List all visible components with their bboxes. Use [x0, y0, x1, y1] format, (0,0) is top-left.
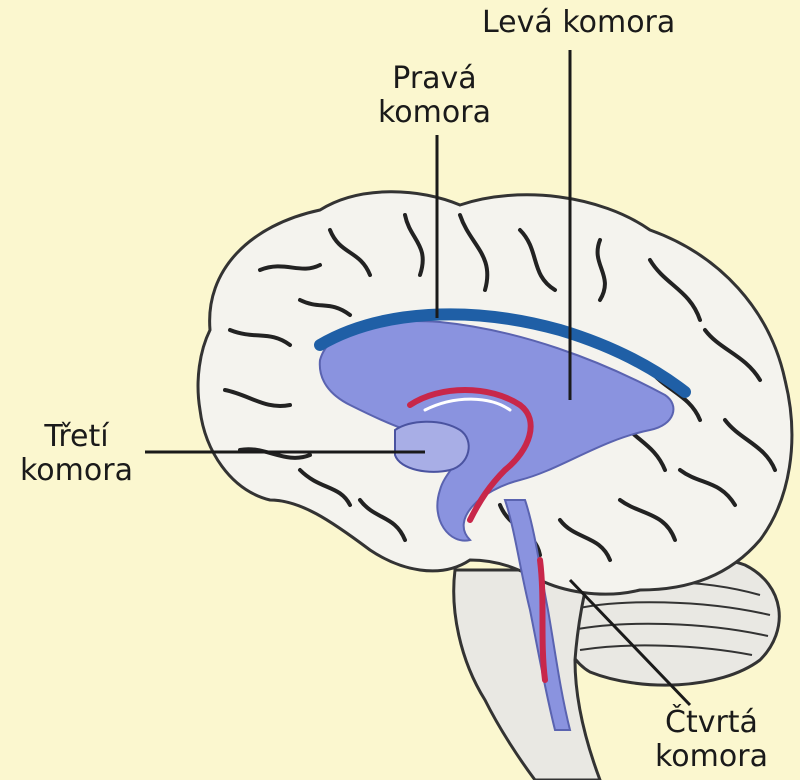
label-treti-line2: komora: [20, 454, 133, 488]
label-leva-komora: Levá komora: [482, 6, 675, 40]
label-treti-line1: Třetí: [20, 420, 133, 454]
label-prava-komora: Pravá komora: [378, 62, 491, 130]
label-ctvrta-komora: Čtvrtá komora: [655, 706, 768, 774]
label-treti-komora: Třetí komora: [20, 420, 133, 488]
brain-stem: [454, 570, 600, 780]
label-leva-line1: Levá komora: [482, 6, 675, 40]
third-ventricle: [395, 422, 469, 472]
label-prava-line1: Pravá: [378, 62, 491, 96]
label-ctvrta-line2: komora: [655, 740, 768, 774]
label-prava-line2: komora: [378, 96, 491, 130]
label-ctvrta-line1: Čtvrtá: [655, 706, 768, 740]
